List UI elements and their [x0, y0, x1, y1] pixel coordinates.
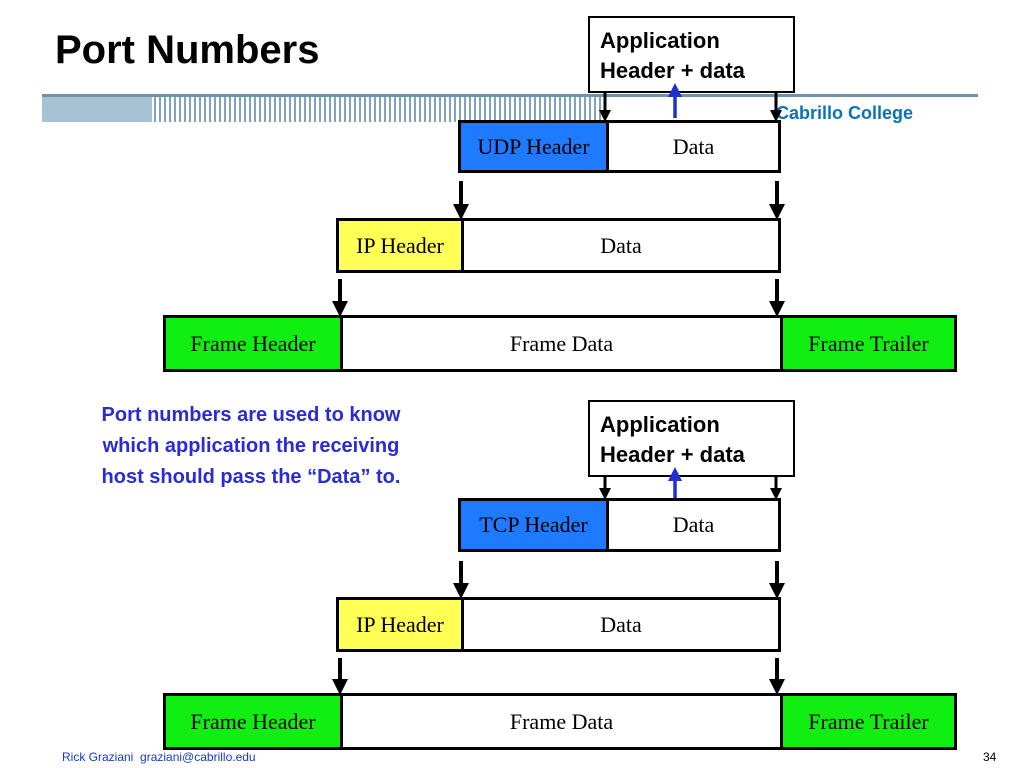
udp-segment: UDP Header Data — [458, 120, 781, 173]
udp-ip-packet: IP Header Data — [336, 218, 781, 273]
udp-ip-data-cell: Data — [600, 232, 642, 258]
footer-author: Rick Graziani — [62, 750, 134, 764]
udp-frame-trailer-cell: Frame Trailer — [780, 318, 954, 369]
udp-ip-header-cell: IP Header — [339, 221, 464, 270]
decorative-stripe-bar — [42, 94, 978, 122]
caption-line-2: which application the receiving — [102, 435, 400, 457]
udp-application-label: Application — [600, 28, 720, 53]
udp-data-cell: Data — [672, 133, 715, 159]
udp-frame-header-cell: Frame Header — [166, 318, 343, 369]
tcp-application-box: Application Header + data — [588, 400, 795, 477]
page-number: 34 — [983, 750, 997, 764]
udp-frame: Frame Header Frame Data Frame Trailer — [163, 315, 957, 372]
tcp-ip-data-cell: Data — [600, 611, 642, 637]
college-logo-text: Cabrillo College — [776, 103, 914, 123]
udp-application-data-label: Header + data — [600, 58, 745, 83]
tcp-application-data-label: Header + data — [600, 442, 745, 467]
slide-title: Port Numbers — [55, 28, 320, 72]
footer-credit: Rick Graziani graziani@cabrillo.edu — [62, 750, 256, 764]
tcp-ip-header-cell: IP Header — [339, 600, 464, 649]
footer-email: graziani@cabrillo.edu — [140, 750, 256, 764]
tcp-frame-trailer-cell: Frame Trailer — [780, 696, 954, 747]
udp-application-box: Application Header + data — [588, 16, 795, 93]
tcp-header-cell: TCP Header — [461, 501, 609, 549]
tcp-frame-data-cell: Frame Data — [509, 708, 614, 734]
udp-header-cell: UDP Header — [461, 123, 609, 170]
tcp-application-label: Application — [600, 412, 720, 437]
tcp-frame-header-cell: Frame Header — [166, 696, 343, 747]
tcp-ip-packet: IP Header Data — [336, 597, 781, 652]
tcp-frame: Frame Header Frame Data Frame Trailer — [163, 693, 957, 750]
udp-frame-data-cell: Frame Data — [509, 330, 614, 356]
caption-line-1: Port numbers are used to know — [101, 404, 401, 426]
tcp-data-cell: Data — [672, 512, 715, 537]
caption-text: Port numbers are used to know which appl… — [56, 400, 446, 493]
caption-line-3: host should pass the “Data” to. — [101, 466, 401, 488]
tcp-segment: TCP Header Data — [458, 498, 781, 552]
